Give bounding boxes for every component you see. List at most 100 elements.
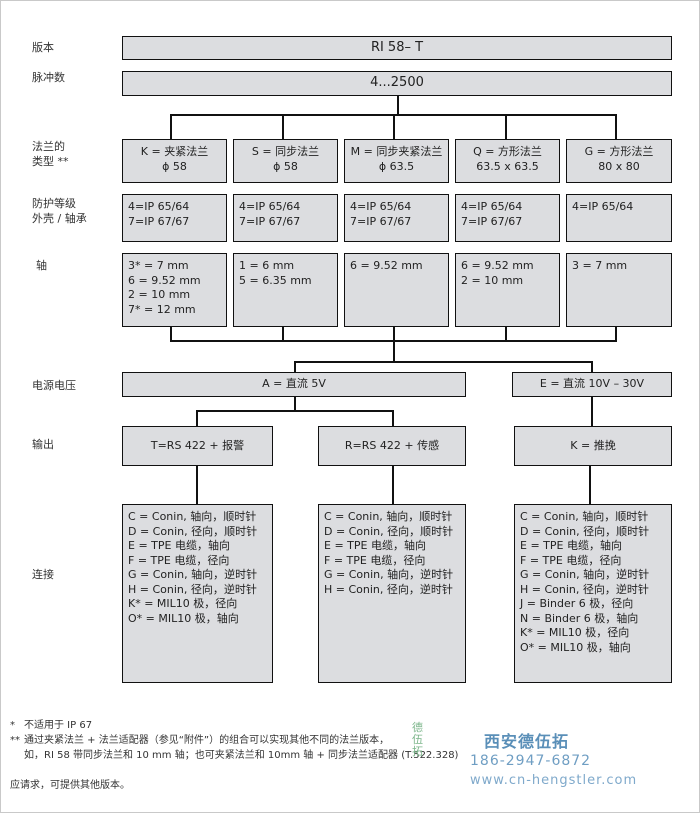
protection-q-line1: 4=IP 65/64 <box>461 200 523 213</box>
label-voltage: 电源电压 <box>32 379 76 392</box>
connection-k-line5: G = Conin, 轴向，逆时针 <box>520 568 650 581</box>
connection-t-line5: G = Conin, 轴向，逆时针 <box>128 568 258 581</box>
output-r-value: R=RS 422 + 传感 <box>344 439 440 452</box>
shaft-g-line1: 3 = 7 mm <box>572 259 628 272</box>
connection-t-line6: H = Conin, 径向，逆时针 <box>128 582 257 596</box>
connector-output-r-drop <box>392 410 394 427</box>
connector-output-t-to-conn <box>196 465 198 505</box>
connection-k-line6: H = Conin, 径向，逆时针 <box>520 582 649 596</box>
connector-rise-5 <box>615 326 617 342</box>
label-flange-type-line1: 法兰的 <box>32 140 65 153</box>
connection-t-line8: O* = MIL10 极，轴向 <box>128 611 239 625</box>
connector-rise-1 <box>170 326 172 342</box>
label-protection: 防护等级 外壳 / 轴承 <box>32 196 87 226</box>
connection-k-line4: F = TPE 电缆，径向 <box>520 553 622 567</box>
flange-q-size: 63.5 x 63.5 <box>476 159 539 173</box>
watermark-url: www.cn-hengstler.com <box>470 773 638 788</box>
connection-t-line4: F = TPE 电缆，径向 <box>128 553 230 567</box>
voltage-a-value: A = 直流 5V <box>262 377 326 390</box>
footnote-other-versions: 应请求，可提供其他版本。 <box>10 780 130 791</box>
output-k-value: K = 推挽 <box>570 439 616 452</box>
shaft-box-m: 6 = 9.52 mm <box>344 253 449 327</box>
connection-r-line1: C = Conin, 轴向，顺时针 <box>324 510 453 523</box>
flange-s-name: S = 同步法兰 <box>251 145 320 158</box>
connector-rise-3 <box>393 326 395 342</box>
connector-output-t-drop <box>196 410 198 427</box>
connector-drop-4 <box>505 114 507 139</box>
connector-rise-2 <box>282 326 284 342</box>
output-box-t: T=RS 422 + 报警 <box>122 426 273 466</box>
output-box-k: K = 推挽 <box>514 426 672 466</box>
label-protection-line2: 外壳 / 轴承 <box>32 212 87 225</box>
connection-t-line2: D = Conin, 径向，顺时针 <box>128 524 258 538</box>
connector-pulses-down <box>397 95 399 115</box>
voltage-box-a: A = 直流 5V <box>122 372 466 397</box>
output-box-r: R=RS 422 + 传感 <box>318 426 466 466</box>
shaft-s-line1: 1 = 6 mm <box>239 259 295 272</box>
protection-k-line1: 4=IP 65/64 <box>128 200 190 213</box>
protection-k-line2: 7=IP 67/67 <box>128 214 190 228</box>
connector-voltage-e-drop <box>591 361 593 373</box>
connection-r-line3: E = TPE 电缆，轴向 <box>324 539 426 552</box>
connection-k-line7: J = Binder 6 极，径向 <box>520 597 634 610</box>
watermark-company: 西安德伍拓 <box>484 732 570 751</box>
voltage-box-e: E = 直流 10V – 30V <box>512 372 672 397</box>
label-protection-line1: 防护等级 <box>32 197 76 210</box>
label-flange-type-line2: 类型 ** <box>32 155 69 168</box>
footnote-2b: 如，RI 58 带同步法兰和 10 mm 轴；也可夹紧法兰和 10mm 轴 + … <box>24 750 459 761</box>
shaft-m-line1: 6 = 9.52 mm <box>350 259 423 272</box>
label-shaft: 轴 <box>36 259 47 272</box>
flange-k-name: K = 夹紧法兰 <box>140 145 209 158</box>
footnote-2-mark: ** <box>10 735 20 746</box>
connector-voltage-a-drop <box>294 361 296 373</box>
shaft-box-g: 3 = 7 mm <box>566 253 672 327</box>
connection-k-line8: N = Binder 6 极，轴向 <box>520 611 639 625</box>
connector-rise-4 <box>505 326 507 342</box>
connection-box-t: C = Conin, 轴向，顺时针 D = Conin, 径向，顺时针 E = … <box>122 504 273 683</box>
protection-box-g: 4=IP 65/64 <box>566 194 672 242</box>
connection-t-line7: K* = MIL10 极，径向 <box>128 597 238 610</box>
connector-output-bus <box>196 410 394 412</box>
footnote-2a: 通过夹紧法兰 + 法兰适配器（参见“附件”）的组合可以实现其他不同的法兰版本， <box>24 735 390 746</box>
output-t-value: T=RS 422 + 报警 <box>150 439 245 452</box>
protection-m-line1: 4=IP 65/64 <box>350 200 412 213</box>
flange-q-name: Q = 方形法兰 <box>473 145 542 158</box>
connector-a-down <box>294 396 296 411</box>
pulses-box: 4...2500 <box>122 71 672 96</box>
protection-s-line1: 4=IP 65/64 <box>239 200 301 213</box>
connector-output-r-to-conn <box>392 465 394 505</box>
watermark-logo: 德伍拓 <box>412 721 423 758</box>
connector-mid-down <box>393 340 395 362</box>
shaft-s-line2: 5 = 6.35 mm <box>239 273 312 287</box>
protection-m-line2: 7=IP 67/67 <box>350 214 412 228</box>
footnote-1-mark: * <box>10 720 15 731</box>
watermark-phone: 186-2947-6872 <box>470 753 592 769</box>
connection-r-line6: H = Conin, 径向，逆时针 <box>324 582 453 596</box>
connection-r-line5: G = Conin, 轴向，逆时针 <box>324 568 454 581</box>
pulses-value: 4...2500 <box>370 75 424 90</box>
connection-box-k: C = Conin, 轴向，顺时针 D = Conin, 径向，顺时针 E = … <box>514 504 672 683</box>
flange-g-size: 80 x 80 <box>598 159 640 173</box>
connector-drop-1 <box>170 114 172 139</box>
connection-t-line1: C = Conin, 轴向，顺时针 <box>128 510 257 523</box>
shaft-k-line3: 2 = 10 mm <box>128 288 191 301</box>
shaft-k-line1: 3* = 7 mm <box>128 259 189 272</box>
version-value: RI 58– T <box>370 40 424 55</box>
connection-k-line10: O* = MIL10 极，轴向 <box>520 640 631 654</box>
label-output: 输出 <box>32 438 54 451</box>
label-connection: 连接 <box>32 568 54 581</box>
flange-k-size: ϕ 58 <box>162 159 187 173</box>
